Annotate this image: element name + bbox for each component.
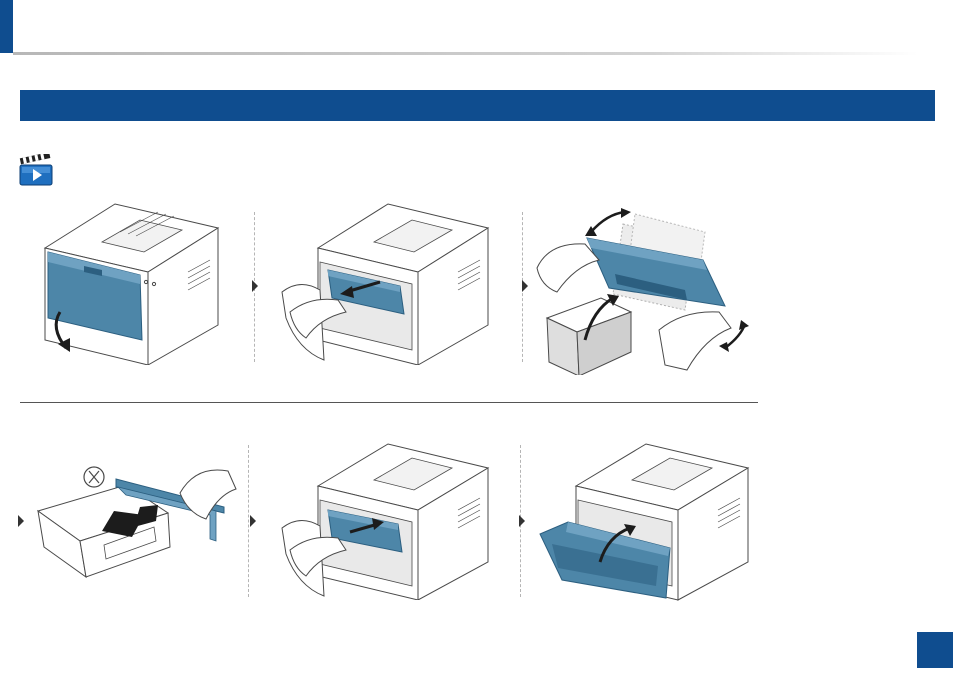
cartridge-drawing [535,200,760,375]
page-number-badge [917,632,953,668]
header-corner-mark [0,0,13,53]
triangle-right-icon [250,515,256,527]
step-illustration-close-front-cover [538,440,753,608]
printer-drawing [280,200,490,365]
header-rule [13,52,918,55]
printer-drawing [538,440,753,608]
step-illustration-remove-protective-cover [34,455,244,585]
step-divider [248,445,249,597]
cartridge-drawing [34,455,244,585]
step-illustration-open-front-cover [40,200,225,365]
section-title-bar [20,90,935,121]
printer-drawing [280,440,490,600]
triangle-right-icon [18,515,24,527]
row-divider [20,402,758,403]
step-illustration-insert-toner-cartridge [280,440,490,600]
triangle-right-icon [519,515,525,527]
triangle-right-icon [252,280,258,292]
printer-drawing [40,200,225,365]
step-illustration-shake-cartridge-and-unpack [535,200,760,375]
step-illustration-pull-out-toner-cartridge [280,200,490,365]
triangle-right-icon [522,280,528,292]
video-clapperboard-icon[interactable] [18,154,54,186]
